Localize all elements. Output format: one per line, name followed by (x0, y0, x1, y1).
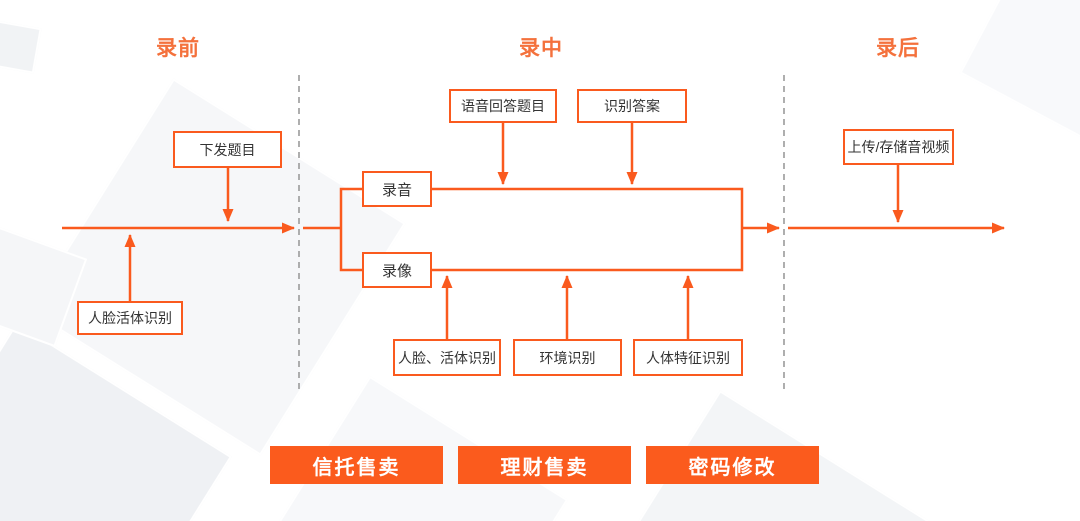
node-voice-answer: 语音回答题目 (449, 89, 557, 123)
node-upload-store: 上传/存储音视频 (843, 129, 954, 165)
node-face-liveness-2: 人脸、活体识别 (393, 339, 501, 376)
password-change-button[interactable]: 密码修改 (646, 446, 819, 484)
wealth-sale-button[interactable]: 理财售卖 (458, 446, 631, 484)
node-environment: 环境识别 (513, 339, 622, 376)
node-send-question: 下发题目 (173, 131, 282, 168)
branch-split-bracket (339, 187, 362, 272)
node-record-video: 录像 (362, 252, 432, 288)
trust-sale-button[interactable]: 信托售卖 (270, 446, 443, 484)
recording-region-rails (432, 187, 744, 272)
phase-header-pre-recording: 录前 (156, 37, 200, 60)
node-body-feature: 人体特征识别 (633, 339, 743, 376)
node-recognize-answer: 识别答案 (577, 89, 687, 123)
phase-header-during-recording: 录中 (519, 37, 563, 60)
phase-header-post-recording: 录后 (876, 37, 920, 60)
node-face-liveness: 人脸活体识别 (77, 301, 183, 335)
node-record-audio: 录音 (362, 171, 432, 207)
